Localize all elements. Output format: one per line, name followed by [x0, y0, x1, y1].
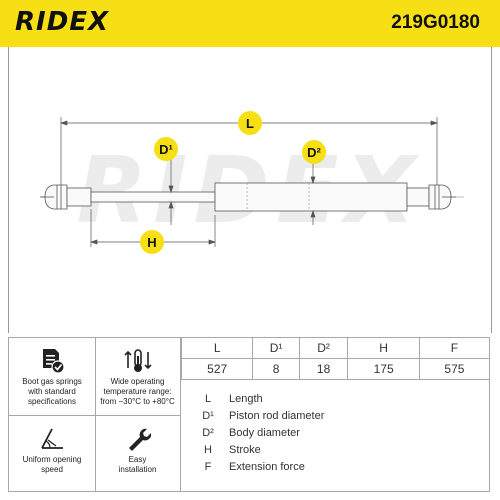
legend-abbr: D² — [202, 426, 214, 439]
spec-header-cell: D² — [298, 338, 348, 359]
spec-header-cell: D¹ — [252, 338, 300, 359]
header-bar: RIDEX 219G0180 — [0, 0, 500, 47]
feature-standard-specs: Boot gas springs with standard specifica… — [9, 348, 95, 407]
legend-row: D¹ Piston rod diameter — [193, 407, 483, 424]
spec-section: Boot gas springs with standard specifica… — [8, 337, 490, 492]
feature-uniform-speed: Uniform opening speed — [9, 426, 95, 475]
spec-legend: L Length D¹ Piston rod diameter D² Body … — [193, 390, 483, 475]
feature-text: Boot gas springs with standard specifica… — [22, 377, 82, 406]
left-end-fitting — [40, 184, 92, 210]
document-check-icon — [43, 349, 64, 374]
legend-abbr: H — [204, 443, 212, 456]
feature-text: Wide operating temperature range: from −… — [100, 377, 175, 406]
badge-length: L — [238, 111, 262, 135]
rod-diameter-dimension — [168, 159, 174, 225]
legend-row: H Stroke — [193, 441, 483, 458]
gas-spring-drawing: RIDEX — [40, 117, 464, 247]
legend-row: D² Body diameter — [193, 424, 483, 441]
drawing-frame: RIDEX — [8, 47, 492, 333]
legend-desc: Body diameter — [229, 426, 300, 439]
opening-angle-icon — [41, 428, 63, 449]
feature-text: Easy installation — [118, 455, 157, 474]
feature-divider-right — [180, 338, 181, 491]
spec-header-cell: F — [418, 338, 489, 359]
brand-logo: RIDEX — [15, 7, 110, 37]
legend-desc: Extension force — [229, 460, 305, 473]
badge-stroke: H — [140, 230, 164, 254]
spec-value-cell: 527 — [180, 358, 253, 380]
right-end-fitting — [406, 184, 456, 210]
spec-header-row: L D¹ D² H F — [180, 338, 489, 359]
feature-divider-horizontal — [9, 415, 180, 416]
spec-value-cell: 18 — [298, 358, 348, 380]
feature-text: Uniform opening speed — [22, 455, 82, 474]
badge-body-diameter: D² — [302, 140, 326, 164]
legend-abbr: D¹ — [202, 409, 214, 422]
legend-row: L Length — [193, 390, 483, 407]
legend-desc: Piston rod diameter — [229, 409, 325, 422]
feature-temperature-range: Wide operating temperature range: from −… — [95, 348, 180, 407]
feature-easy-installation: Easy installation — [95, 426, 180, 475]
piston-rod — [90, 191, 216, 203]
spec-table: L D¹ D² H F 527 8 18 175 575 — [180, 338, 489, 380]
legend-desc: Length — [229, 392, 263, 405]
cylinder-body — [214, 182, 408, 212]
wrench-icon — [128, 428, 151, 451]
feature-divider-vertical — [95, 338, 96, 491]
badge-rod-diameter: D¹ — [154, 137, 178, 161]
spec-value-cell: 575 — [418, 358, 489, 380]
spec-value-cell: 175 — [347, 358, 420, 380]
spec-value-cell: 8 — [252, 358, 300, 380]
spec-value-row: 527 8 18 175 575 — [180, 358, 489, 380]
part-number: 219G0180 — [391, 12, 480, 33]
legend-desc: Stroke — [229, 443, 261, 456]
spec-header-cell: L — [180, 338, 253, 359]
legend-abbr: L — [204, 392, 212, 405]
thermometer-icon — [123, 349, 152, 372]
legend-row: F Extension force — [193, 458, 483, 475]
spec-header-cell: H — [347, 338, 420, 359]
legend-abbr: F — [204, 460, 212, 473]
body-diameter-dimension — [310, 162, 316, 225]
